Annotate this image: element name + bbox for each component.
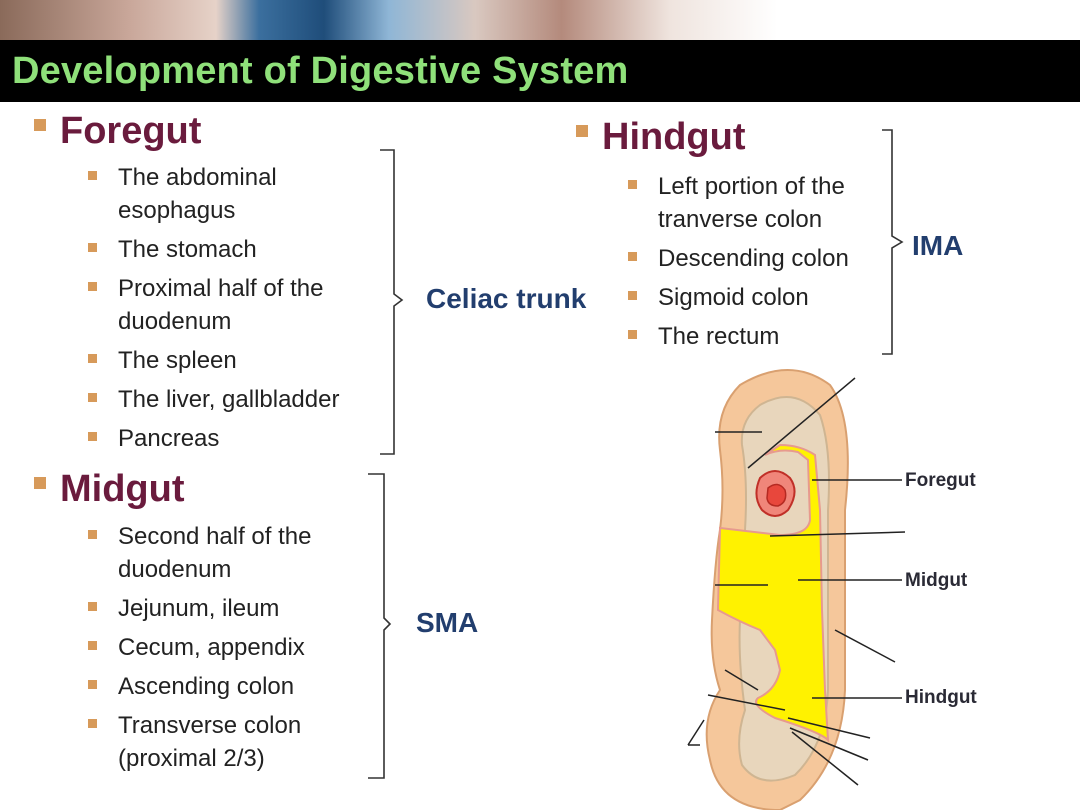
list-item-text: Descending colon xyxy=(658,245,849,272)
title-bar: Development of Digestive System xyxy=(0,40,1080,102)
list-item-text: tranverse colon xyxy=(658,206,823,233)
bullet-square-icon xyxy=(88,641,97,650)
list-item: Sigmoid colon xyxy=(626,281,896,314)
list-item-text: The spleen xyxy=(118,347,237,374)
bullet-square-icon xyxy=(34,118,46,131)
list-item: Proximal half of the duodenum xyxy=(86,272,386,338)
hindgut-heading: Hindgut xyxy=(576,116,746,159)
celiac-trunk-label: Celiac trunk xyxy=(426,283,587,314)
list-item: The spleen xyxy=(86,344,386,377)
list-item-text: The rectum xyxy=(658,323,780,350)
list-item: Jejunum, ileum xyxy=(86,592,386,625)
list-item: Descending colon xyxy=(626,242,896,275)
foregut-heading: Foregut xyxy=(34,110,201,153)
leader-lines xyxy=(687,377,906,786)
bullet-square-icon xyxy=(628,252,637,261)
list-item-text: esophagus xyxy=(118,197,236,224)
list-item: Second half of the duodenum xyxy=(86,520,386,586)
bullet-square-icon xyxy=(88,719,97,728)
embryo-gut-diagram xyxy=(687,369,906,810)
list-item-text: Proximal half of the xyxy=(118,275,324,302)
foregut-brace xyxy=(380,149,404,455)
bullet-square-icon xyxy=(88,602,97,611)
bullet-square-icon xyxy=(88,393,97,402)
bullet-square-icon xyxy=(88,530,97,539)
sma-label: SMA xyxy=(416,607,479,638)
list-item-text: Jejunum, ileum xyxy=(118,595,280,622)
bullet-square-icon xyxy=(88,354,97,363)
list-item-text: duodenum xyxy=(118,556,232,583)
bullet-square-icon xyxy=(576,124,588,137)
slide-title: Development of Digestive System xyxy=(12,50,629,92)
bullet-square-icon xyxy=(88,432,97,441)
bullet-square-icon xyxy=(34,476,46,489)
bullet-square-icon xyxy=(628,291,637,300)
list-item-text: duodenum xyxy=(118,308,232,335)
list-item-text: (proximal 2/3) xyxy=(118,745,265,772)
stomach-inner xyxy=(766,483,787,507)
list-item-text: Pancreas xyxy=(118,425,220,452)
list-item-text: Sigmoid colon xyxy=(658,284,809,311)
list-item: Pancreas xyxy=(86,422,386,455)
list-item-text: The liver, gallbladder xyxy=(118,386,340,413)
list-item-text: Second half of the xyxy=(118,523,312,550)
midgut-heading: Midgut xyxy=(34,468,185,511)
list-item: Transverse colon (proximal 2/3) xyxy=(86,709,386,775)
diagram-label-hindgut: Hindgut xyxy=(905,687,977,708)
gut-tube xyxy=(716,443,830,743)
list-item: Ascending colon xyxy=(86,670,386,703)
list-item: The abdominal esophagus xyxy=(86,161,386,227)
bullet-square-icon xyxy=(88,243,97,252)
list-item-text: The abdominal xyxy=(118,164,277,191)
list-item-text: Cecum, appendix xyxy=(118,634,305,661)
diagram-label-midgut: Midgut xyxy=(905,570,968,591)
bullet-square-icon xyxy=(88,282,97,291)
bullet-square-icon xyxy=(628,330,637,339)
list-item: The liver, gallbladder xyxy=(86,383,386,416)
list-item: The stomach xyxy=(86,233,386,266)
midgut-brace xyxy=(368,473,392,779)
bullet-square-icon xyxy=(88,171,97,180)
decorative-banner xyxy=(0,0,1080,40)
hindgut-brace xyxy=(882,129,904,355)
list-item: Left portion of the tranverse colon xyxy=(626,170,896,236)
list-item: Cecum, appendix xyxy=(86,631,386,664)
list-item: The rectum xyxy=(626,320,896,353)
diagram-label-foregut: Foregut xyxy=(905,470,976,491)
list-item-text: The stomach xyxy=(118,236,257,263)
list-item-text: Ascending colon xyxy=(118,673,295,700)
bullet-square-icon xyxy=(88,680,97,689)
bullet-square-icon xyxy=(628,180,637,189)
ima-label: IMA xyxy=(912,230,964,261)
list-item-text: Transverse colon xyxy=(118,712,302,739)
list-item-text: Left portion of the xyxy=(658,173,845,200)
